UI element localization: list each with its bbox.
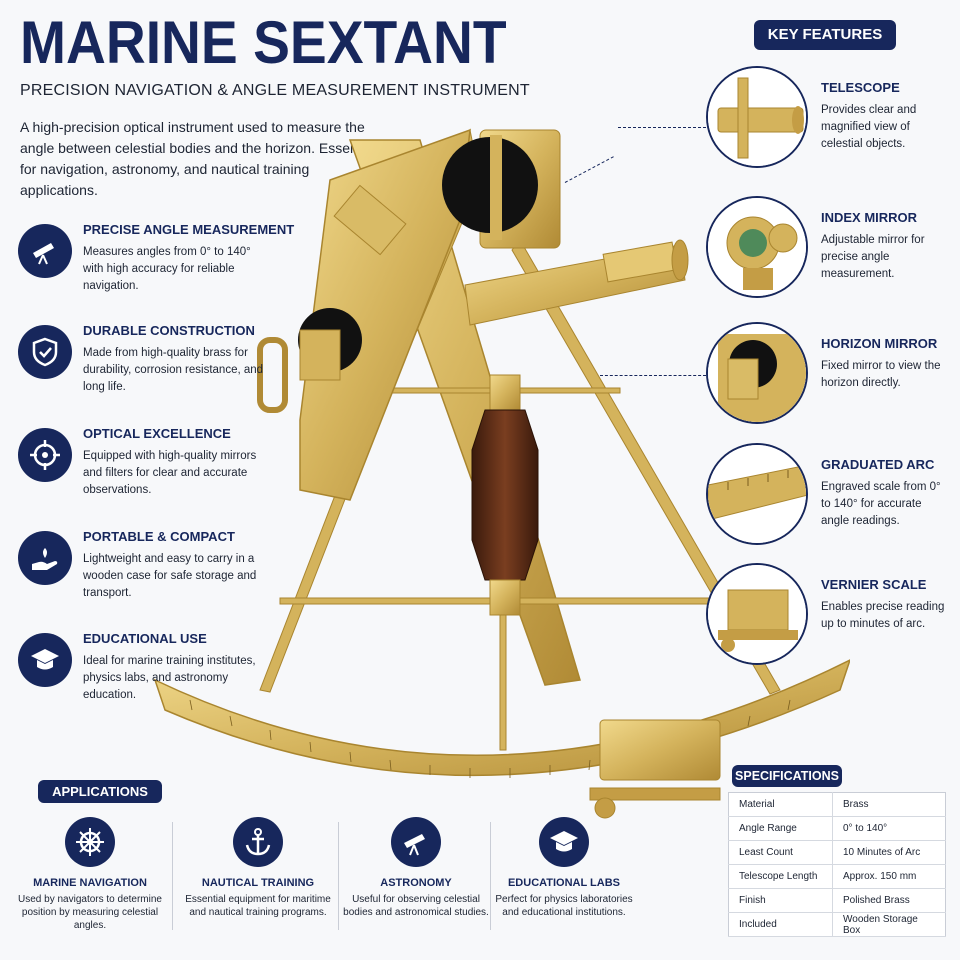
hand-icon — [18, 531, 72, 585]
telescope-icon — [18, 224, 72, 278]
spec-value: Brass — [832, 792, 946, 817]
key-feature-text: Fixed mirror to view the horizon directl… — [821, 360, 941, 389]
key-feature-telescope: TELESCOPE Provides clear and magnified v… — [706, 66, 956, 176]
telescope-thumbnail — [706, 66, 808, 168]
page-title: MARINE SEXTANT — [20, 9, 507, 76]
divider — [490, 822, 491, 930]
key-feature-title: TELESCOPE — [821, 80, 900, 95]
spec-value: Approx. 150 mm — [832, 864, 946, 889]
intro-text: A high-precision optical instrument used… — [20, 119, 376, 198]
feature-title: OPTICAL EXCELLENCE — [83, 426, 231, 441]
application-title: NAUTICAL TRAINING — [201, 877, 315, 889]
application-title: EDUCATIONAL LABS — [507, 877, 621, 889]
index-mirror — [442, 129, 561, 249]
graduated-arc-thumbnail — [706, 443, 808, 545]
application-marine-navigation: MARINE NAVIGATION Used by navigators to … — [10, 815, 170, 945]
crosshair-icon — [18, 428, 72, 482]
application-astronomy: ASTRONOMY Useful for observing celestial… — [336, 815, 496, 945]
specifications-label: SPECIFICATIONS — [732, 765, 842, 787]
key-features-label: KEY FEATURES — [754, 20, 896, 50]
application-text: Perfect for physics laboratories and edu… — [495, 894, 633, 918]
spec-key: Material — [728, 792, 833, 817]
vernier-scale-thumbnail — [706, 563, 808, 665]
spec-value: Polished Brass — [832, 888, 946, 913]
graduation-cap-icon — [539, 817, 589, 867]
page-subtitle: PRECISION NAVIGATION & ANGLE MEASUREMENT… — [20, 82, 530, 99]
spec-key: Finish — [728, 888, 833, 913]
leader-line — [618, 127, 706, 128]
telescope — [464, 239, 689, 326]
key-feature-title: HORIZON MIRROR — [821, 336, 938, 351]
leader-line — [600, 375, 706, 376]
index-mirror-thumbnail — [706, 196, 808, 298]
key-feature-graduated-arc: GRADUATED ARC Engraved scale from 0° to … — [706, 443, 956, 553]
feature-optical: OPTICAL EXCELLENCE Equipped with high-qu… — [18, 426, 278, 506]
application-text: Essential equipment for maritime and nau… — [185, 894, 331, 918]
wooden-handle — [471, 374, 539, 616]
feature-text: Measures angles from 0° to 140° with hig… — [83, 246, 251, 292]
horizon-mirror-thumbnail — [706, 322, 808, 424]
application-text: Used by navigators to determine position… — [18, 894, 162, 931]
feature-title: PRECISE ANGLE MEASUREMENT — [83, 222, 295, 237]
key-feature-index-mirror: INDEX MIRROR Adjustable mirror for preci… — [706, 196, 956, 306]
feature-durable: DURABLE CONSTRUCTION Made from high-qual… — [18, 323, 278, 403]
key-feature-title: GRADUATED ARC — [821, 457, 935, 472]
key-feature-text: Adjustable mirror for precise angle meas… — [821, 234, 925, 280]
key-feature-text: Provides clear and magnified view of cel… — [821, 104, 917, 150]
key-feature-horizon-mirror: HORIZON MIRROR Fixed mirror to view the … — [706, 322, 956, 432]
feature-text: Ideal for marine training institutes, ph… — [83, 655, 256, 701]
spec-value: 0° to 140° — [832, 816, 946, 841]
feature-text: Made from high-quality brass for durabil… — [83, 347, 264, 393]
sextant-illustration — [153, 128, 850, 819]
feature-title: EDUCATIONAL USE — [83, 631, 207, 646]
application-text: Useful for observing celestial bodies an… — [343, 894, 489, 918]
telescope-icon — [391, 817, 441, 867]
shield-icon — [18, 325, 72, 379]
vernier-scale — [589, 719, 721, 819]
applications-label: APPLICATIONS — [38, 780, 162, 803]
graduation-cap-icon — [18, 633, 72, 687]
feature-title: DURABLE CONSTRUCTION — [83, 323, 255, 338]
horizon-mirror — [298, 308, 362, 381]
feature-precise-angle: PRECISE ANGLE MEASUREMENT Measures angle… — [18, 222, 294, 302]
anchor-icon — [233, 817, 283, 867]
spec-key: Angle Range — [728, 816, 833, 841]
spec-key: Telescope Length — [728, 864, 833, 889]
spec-value: Wooden Storage Box — [832, 912, 946, 937]
feature-portable: PORTABLE & COMPACT Lightweight and easy … — [18, 529, 278, 609]
key-feature-text: Engraved scale from 0° to 140° for accur… — [821, 481, 941, 527]
key-feature-text: Enables precise reading up to minutes of… — [821, 601, 945, 630]
key-feature-title: VERNIER SCALE — [821, 577, 927, 592]
feature-educational: EDUCATIONAL USE Ideal for marine trainin… — [18, 631, 278, 711]
divider — [338, 822, 339, 930]
spec-key: Included — [728, 912, 833, 937]
shade-filters — [257, 184, 407, 413]
application-educational-labs: EDUCATIONAL LABS Perfect for physics lab… — [484, 815, 644, 945]
feature-text: Equipped with high-quality mirrors and f… — [83, 450, 257, 496]
spec-key: Least Count — [728, 840, 833, 865]
application-title: ASTRONOMY — [380, 877, 452, 889]
key-feature-title: INDEX MIRROR — [821, 210, 918, 225]
application-title: MARINE NAVIGATION — [33, 877, 147, 889]
spec-value: 10 Minutes of Arc — [832, 840, 946, 865]
key-feature-vernier-scale: VERNIER SCALE Enables precise reading up… — [706, 563, 956, 673]
feature-text: Lightweight and easy to carry in a woode… — [83, 553, 257, 599]
ship-wheel-icon — [65, 817, 115, 867]
divider — [172, 822, 173, 930]
feature-title: PORTABLE & COMPACT — [83, 529, 235, 544]
application-nautical-training: NAUTICAL TRAINING Essential equipment fo… — [178, 815, 338, 945]
